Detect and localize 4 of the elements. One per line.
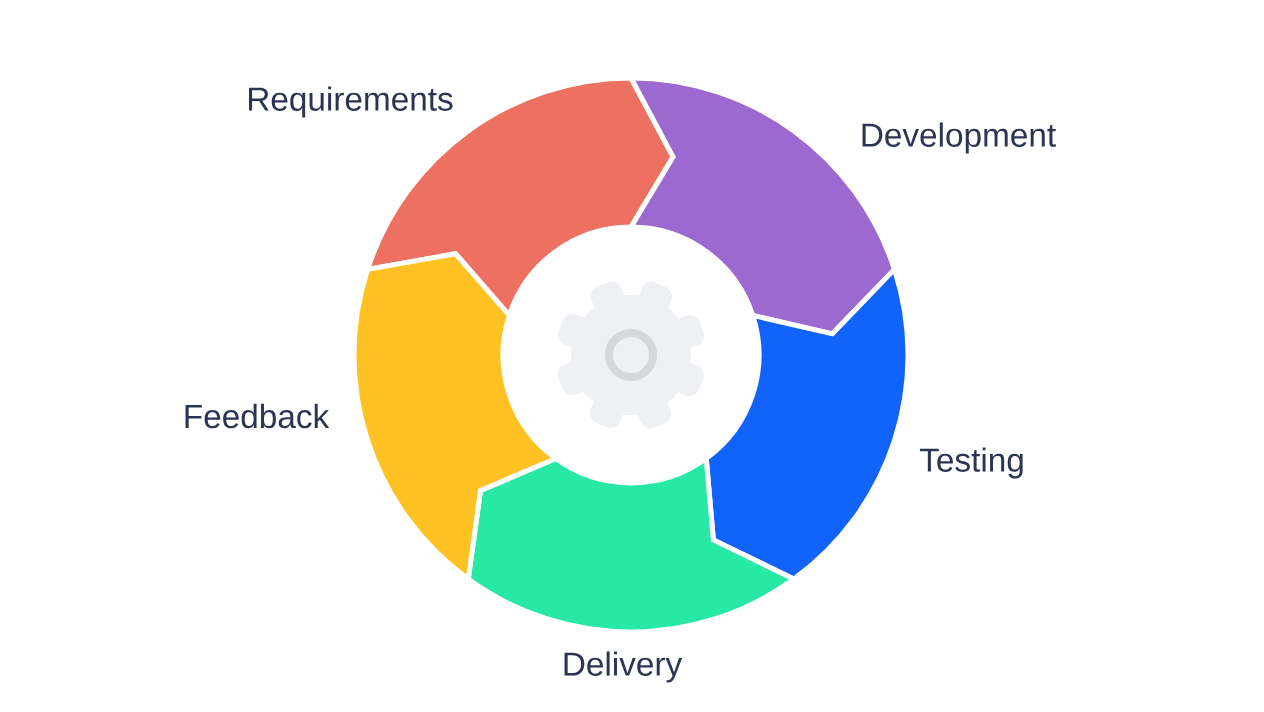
node-label: Testing xyxy=(919,447,1023,479)
node-label: Delivery xyxy=(564,651,683,683)
node-label: Development xyxy=(862,122,1056,154)
node-label: Feedback xyxy=(185,403,330,429)
